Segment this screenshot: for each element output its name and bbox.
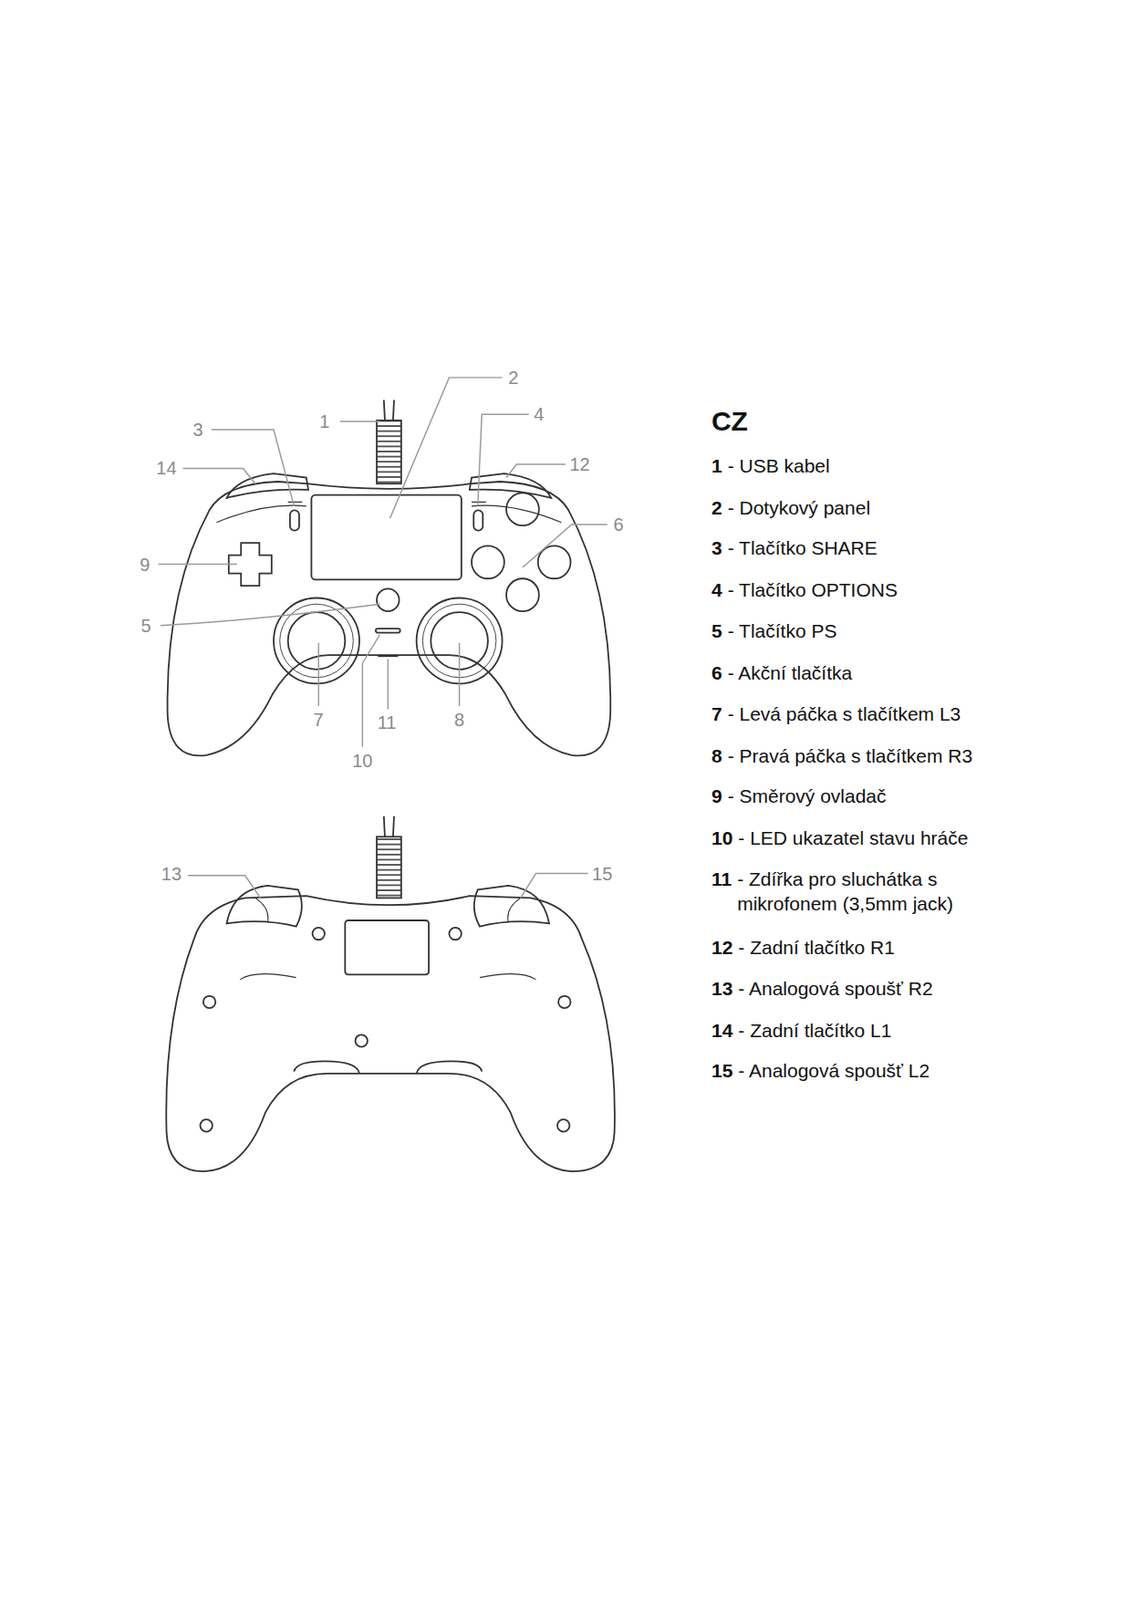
callout-number: 3: [193, 417, 204, 442]
legend-text: - Tlačítko PS: [727, 618, 838, 644]
callout-number: 4: [533, 402, 544, 426]
legend-number: 6: [711, 660, 723, 686]
legend-number: 2: [711, 495, 723, 520]
legend-text: - Tlačítko SHARE: [727, 535, 878, 561]
legend-text: - Pravá páčka s tlačítkem R3: [727, 743, 973, 769]
back-view: [166, 816, 615, 1172]
callout-number: 2: [508, 365, 519, 390]
legend-number: 11: [711, 866, 732, 892]
legend-text: - Levá páčka s tlačítkem L3: [727, 701, 962, 727]
legend-number: 7: [711, 701, 723, 727]
legend-heading: CZ: [711, 403, 748, 439]
callout-number: 6: [613, 512, 624, 537]
legend-number: 15: [711, 1058, 733, 1083]
legend-text: - Zadní tlačítko R1: [737, 934, 895, 960]
legend-text: - Zdířka pro sluchátka s mikrofonem (3,5…: [737, 866, 1011, 917]
legend-number: 8: [711, 743, 723, 769]
legend-text: - Tlačítko OPTIONS: [727, 577, 898, 603]
legend-number: 1: [711, 453, 723, 478]
legend-number: 10: [711, 825, 733, 851]
callout-number: 11: [377, 710, 397, 735]
legend-number: 9: [711, 783, 723, 809]
legend-number: 4: [711, 577, 723, 603]
callout-number: 7: [313, 707, 324, 732]
callout-number: 15: [591, 861, 613, 886]
legend-number: 13: [711, 976, 733, 1001]
front-view: [167, 400, 612, 757]
callout-number: 14: [155, 456, 177, 480]
callout-number: 10: [352, 748, 373, 773]
callout-number: 1: [319, 409, 330, 434]
legend-text: - Dotykový panel: [727, 495, 871, 520]
callout-number: 13: [161, 861, 182, 886]
legend-text: - LED ukazatel stavu hráče: [737, 825, 968, 851]
legend-number: 12: [711, 934, 733, 960]
legend-text: - Směrový ovladač: [727, 783, 887, 809]
leader-lines: [158, 377, 608, 898]
legend-number: 3: [711, 535, 723, 561]
legend-text: - Analogová spoušť R2: [737, 976, 933, 1001]
legend-text: - Akční tlačítka: [727, 660, 853, 686]
callout-number: 8: [454, 707, 465, 732]
legend-text: - USB kabel: [727, 453, 831, 478]
legend-number: 5: [711, 618, 723, 644]
legend-number: 14: [711, 1017, 733, 1043]
callout-number: 5: [140, 613, 151, 638]
legend-text: - Analogová spoušť L2: [737, 1058, 930, 1083]
callout-number: 12: [569, 452, 590, 477]
callout-number: 9: [139, 552, 150, 577]
legend-text: - Zadní tlačítko L1: [737, 1017, 892, 1043]
